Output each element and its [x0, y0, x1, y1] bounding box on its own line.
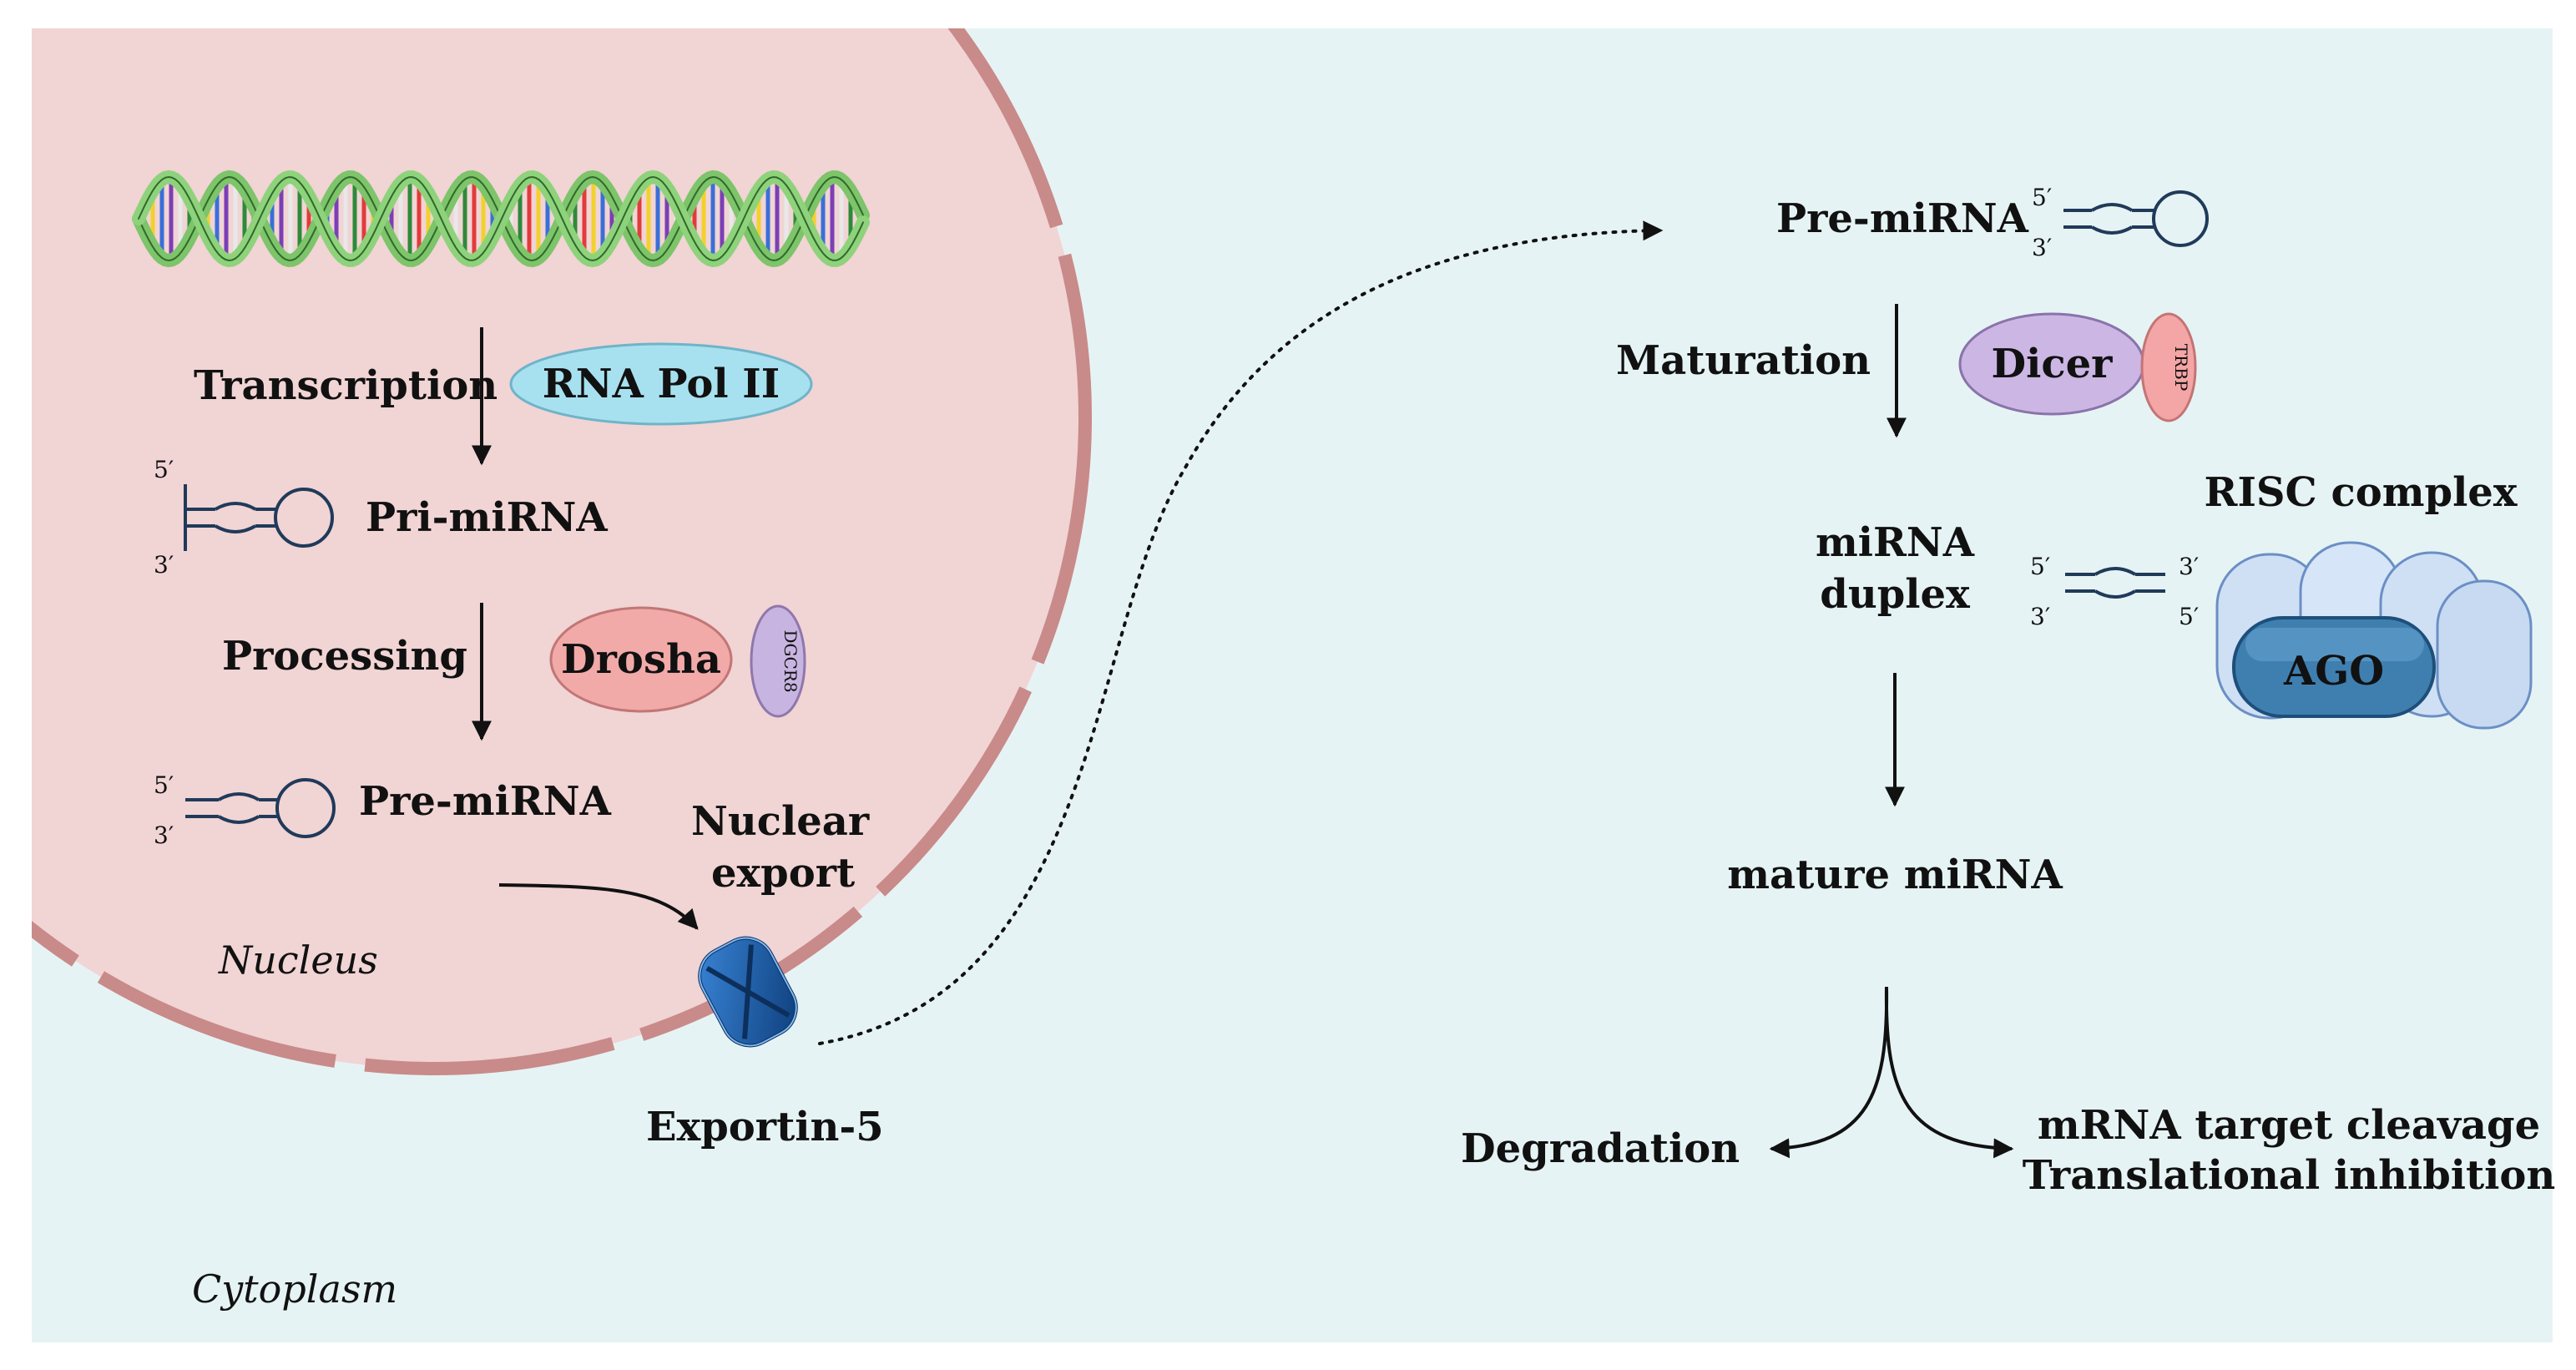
duplex-right-3prime: 3′	[2179, 553, 2199, 580]
silencing-arrow	[1884, 986, 2014, 1159]
pre-mirna-hairpin-nucleus	[185, 778, 336, 838]
drosha-enzyme	[549, 606, 733, 713]
exportin5-label: Exportin-5	[646, 1104, 884, 1150]
processing-label: Processing	[222, 633, 467, 680]
trbp-cofactor	[2140, 312, 2197, 422]
dgcr8-label: DGCR8	[780, 629, 801, 692]
dicer-label: Dicer	[1992, 341, 2114, 387]
cytoplasm-label: Cytoplasm	[192, 1266, 397, 1312]
mirna-duplex-label-line1: miRNA	[1816, 519, 1975, 566]
pre-mirna-cytoplasm-label: Pre-miRNA	[1776, 195, 2029, 242]
pre-mirna-nucleus-label: Pre-miRNA	[359, 778, 612, 825]
rna-pol-ii-enzyme	[509, 342, 813, 426]
duplex-right-5prime: 5′	[2179, 603, 2199, 630]
nucleus-label: Nucleus	[218, 938, 378, 983]
trbp-label: TRBP	[2171, 344, 2191, 392]
nuclear-export-arrow	[498, 883, 699, 930]
risc-complex-label: RISC complex	[2205, 469, 2518, 516]
inhibition-label: Translational inhibition	[2023, 1152, 2556, 1199]
drosha-label: Drosha	[561, 636, 721, 683]
rna-pol-ii-label: RNA Pol II	[543, 361, 780, 407]
degradation-label: Degradation	[1461, 1125, 1740, 1172]
nuclear-export-label-line1: Nuclear	[691, 798, 870, 845]
pri-mirna-5prime: 5′	[154, 456, 174, 483]
mirna-duplex-label-line2: duplex	[1820, 571, 1970, 618]
nucleus-body	[32, 28, 1085, 1069]
pre-mirna-cytoplasm-5prime: 5′	[2032, 184, 2052, 211]
pre-mirna-nucleus-5prime: 5′	[154, 771, 174, 799]
pri-mirna-3prime: 3′	[154, 551, 174, 579]
dna-helix	[132, 169, 870, 268]
mature-mirna-label: mature miRNA	[1727, 852, 2063, 898]
ago-label: AGO	[2283, 648, 2384, 695]
dna-strand-b-edge	[138, 175, 864, 262]
ago-protein	[2232, 616, 2436, 718]
duplex-left-3prime: 3′	[2030, 603, 2050, 630]
nucleus	[32, 28, 1092, 1075]
pri-mirna-hairpin	[184, 484, 334, 551]
maturation-label: Maturation	[1616, 337, 1871, 384]
pre-mirna-cytoplasm-3prime: 3′	[2032, 234, 2052, 261]
nuclear-membrane	[32, 28, 1092, 1075]
cytoplasmic-transport-path	[818, 220, 1664, 1045]
pre-mirna-hairpin-cytoplasm	[2063, 190, 2209, 247]
dgcr8-cofactor	[750, 604, 806, 718]
nuclear-export-label-line2: export	[711, 850, 855, 897]
mirna-duplex-strands	[2065, 567, 2165, 599]
cleavage-label: mRNA target cleavage	[2038, 1102, 2540, 1149]
pre-mirna-nucleus-3prime: 3′	[154, 821, 174, 849]
exportin5-channel	[698, 936, 798, 1048]
duplex-left-5prime: 5′	[2030, 553, 2050, 580]
pri-mirna-label: Pri-miRNA	[366, 494, 608, 541]
transcription-label: Transcription	[194, 362, 498, 409]
